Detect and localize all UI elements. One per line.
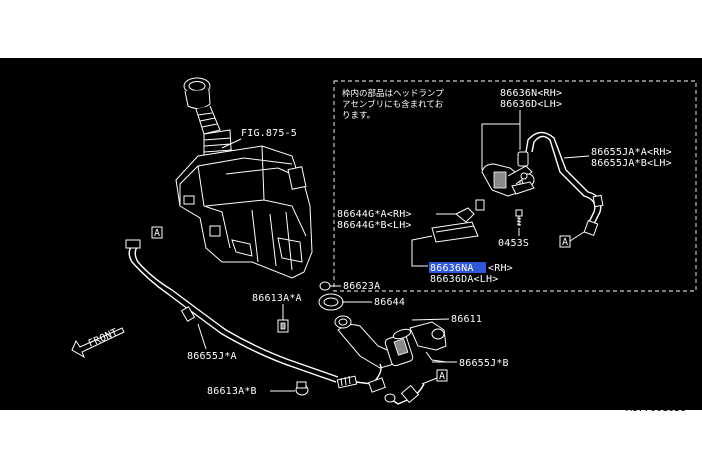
part-label-86613a-a[interactable]: 86613A*A [252, 293, 302, 304]
ref-a-box-left [151, 226, 163, 239]
ref-a-leader-right [569, 231, 585, 242]
selected-part-highlight [429, 262, 486, 273]
part-label-86655j-b[interactable]: 86655J*B [459, 358, 509, 369]
ref-a-box-right [559, 235, 571, 248]
hose-clip-left[interactable] [180, 306, 196, 322]
headlamp-washer-hose-86655ja[interactable] [525, 131, 604, 236]
pump-grommet-86644[interactable] [334, 315, 352, 329]
ref-a-leader-bottom [421, 377, 438, 385]
part-label-86613a-b[interactable]: 86613A*B [207, 386, 257, 397]
part-label-0453s[interactable]: 0453S [498, 238, 529, 249]
nozzle-cover-86644g[interactable] [455, 199, 485, 223]
part-label-86655ja-a[interactable]: 86655JA*A<RH> [591, 147, 672, 158]
leader-86655j-a [197, 323, 207, 350]
washer-tank[interactable] [175, 77, 313, 279]
part-label-86636na[interactable]: 86636NA [430, 263, 474, 274]
part-label-86655ja-b[interactable]: 86655JA*B<LH> [591, 158, 672, 169]
leader-86655ja [563, 155, 590, 159]
ref-a-letter-left: A [154, 228, 160, 239]
washer-pump[interactable] [337, 321, 447, 369]
headlamp-nozzle-cap-86636na[interactable] [431, 221, 479, 243]
part-label-86636d-lh[interactable]: 86636D<LH> [500, 99, 562, 110]
note-line-3: ります。 [342, 111, 375, 121]
leader-86611 [411, 318, 450, 321]
part-label-86636da[interactable]: 86636DA<LH> [430, 274, 498, 285]
headlamp-assembly-frame [333, 80, 697, 292]
part-label-86644g-a[interactable]: 86644G*A<RH> [337, 209, 412, 220]
note-line-1: 枠内の部品はヘッドランプ [342, 88, 444, 99]
part-label-86655j-a[interactable]: 86655J*A [187, 351, 237, 362]
part-label-86611[interactable]: 86611 [451, 314, 482, 325]
hose-joint[interactable] [336, 375, 358, 389]
part-label-86644[interactable]: 86644 [374, 297, 405, 308]
hose-clip-86613a-a[interactable] [277, 319, 289, 333]
washer-hose-86655j-b[interactable] [355, 363, 425, 405]
catalog-code: A877001058 [626, 403, 686, 414]
hose-clip-86613a-b[interactable] [295, 381, 309, 396]
seal-ring-86623a[interactable] [318, 281, 344, 311]
washer-hose-86655j-a[interactable] [125, 239, 339, 383]
leader-86636n [481, 110, 521, 170]
part-label-86623a[interactable]: 86623A [343, 281, 380, 292]
part-label-86644g-b[interactable]: 86644G*B<LH> [337, 220, 412, 231]
figure-ref-leader [221, 138, 242, 149]
headlamp-washer-nozzle[interactable] [481, 151, 535, 197]
part-label-86636n-rh[interactable]: 86636N<RH> [500, 88, 562, 99]
ref-a-letter-bottom: A [439, 371, 445, 382]
figure-ref-label[interactable]: FIG.875-5 [241, 128, 297, 139]
ref-a-box-bottom [436, 369, 448, 382]
leader-86636na [411, 235, 433, 267]
note-line-2: アセンブリにも含まれてお [342, 99, 444, 110]
ref-a-letter-right: A [562, 237, 568, 248]
diagram-background [0, 58, 702, 410]
part-label-86636na-side: <RH> [488, 263, 513, 274]
nozzle-bolt-0453s[interactable] [515, 209, 523, 226]
